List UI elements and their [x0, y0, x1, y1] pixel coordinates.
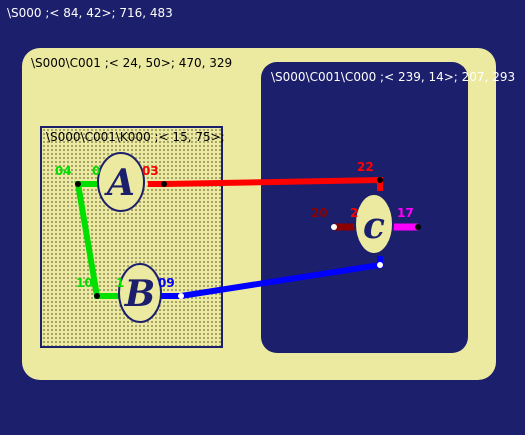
- port-dot-a-left[interactable]: [75, 181, 81, 187]
- port-label-c-top: 22: [357, 160, 374, 174]
- port-label-a-top: 0: [92, 164, 100, 178]
- port-label-a-left: 04: [55, 164, 72, 178]
- port-dot-a-right[interactable]: [161, 181, 167, 187]
- port-label-a-right: 03: [142, 164, 159, 178]
- node-a[interactable]: A: [97, 152, 145, 212]
- port-label-c-left: 20: [311, 206, 328, 220]
- wire-green[interactable]: [74, 181, 120, 299]
- port-dot-c-bottom[interactable]: [377, 262, 383, 268]
- port-dot-c-left[interactable]: [331, 224, 337, 230]
- port-label-c-right: 17: [397, 206, 414, 220]
- wire-red[interactable]: [148, 176, 383, 191]
- port-label-b-right: 09: [158, 276, 175, 290]
- node-a-ellipse: [97, 152, 145, 212]
- node-c-letter: c: [363, 205, 385, 247]
- port-label-c-left-inner: 2: [350, 206, 358, 220]
- port-dot-b-right[interactable]: [178, 293, 184, 299]
- port-label-b-top: 1: [116, 276, 124, 290]
- node-c[interactable]: c: [354, 193, 394, 255]
- port-dot-c-right[interactable]: [415, 224, 421, 230]
- c000-label: \S000\C001\C000 ;< 239, 14>; 207, 293: [271, 70, 516, 84]
- node-c-ellipse: [354, 193, 394, 255]
- node-b-letter: B: [124, 273, 155, 315]
- wire-blue[interactable]: [160, 256, 383, 299]
- c001-label: \S000\C001 ;< 24, 50>; 470, 329: [31, 56, 233, 70]
- port-dot-b-left[interactable]: [94, 293, 100, 299]
- node-a-letter: A: [104, 162, 135, 204]
- node-b[interactable]: B: [118, 263, 162, 323]
- k000-label: \S000\C001\K000 ;< 15, 75>;: [46, 130, 225, 144]
- port-dot-c-top[interactable]: [377, 177, 383, 183]
- root-label: \S000 ;< 84, 42>; 716, 483: [7, 6, 173, 20]
- node-b-ellipse: [118, 263, 162, 323]
- port-label-b-left: 10: [76, 276, 93, 290]
